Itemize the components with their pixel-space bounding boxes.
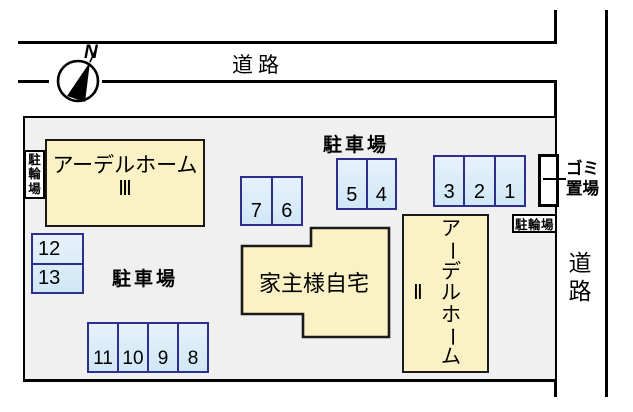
parking-space-9: 9 [147, 324, 177, 371]
parking-block-5-4: 5 4 [336, 158, 397, 210]
parking-space-13: 13 [33, 262, 82, 293]
compass: N [56, 42, 100, 103]
top-road-upper-edge [18, 41, 557, 44]
compass-needle-icon [67, 62, 90, 102]
building-ardel-home-3-name: アーデルホーム [52, 154, 198, 177]
building-ardel-home-2-suffix: Ⅱ [413, 282, 423, 304]
parking-block-11-10-9-8: 11 10 9 8 [87, 322, 209, 373]
parking-space-7: 7 [250, 200, 262, 222]
parking-space-3: 3 [443, 181, 455, 203]
top-road-lower-edge-right [102, 80, 557, 83]
parking-space-11: 11 [93, 348, 113, 369]
right-road-label: 道 路 [568, 250, 592, 304]
sidewalk-right-edge [554, 80, 557, 118]
parking-area-label-top: 駐車場 [323, 135, 390, 156]
parking-space-2: 2 [463, 157, 493, 205]
right-road-outer-edge [605, 10, 608, 397]
parking-space-4: 4 [365, 160, 396, 208]
garbage-area-pointer-line [543, 178, 566, 181]
parking-space-1: 1 [493, 157, 524, 205]
building-ardel-home-3: アーデルホーム Ⅲ [45, 139, 205, 227]
parking-space-5: 5 [346, 184, 358, 206]
compass-circle-icon [56, 59, 100, 103]
owner-house-label: 家主様自宅 [258, 271, 369, 296]
top-road-right-corner-line [554, 10, 557, 44]
parking-block-12-13: 12 13 [31, 233, 84, 294]
garbage-area-label: ゴミ 置場 [566, 160, 599, 198]
bicycle-parking-right-label: 駐輪場 [512, 214, 557, 233]
parking-space-8: 8 [177, 324, 207, 371]
compass-needle-tip-icon [89, 48, 97, 63]
right-road-inner-edge-lower [554, 380, 557, 397]
parking-space-6: 6 [270, 178, 302, 224]
top-road-label: 道路 [232, 54, 284, 77]
garbage-area-box [538, 154, 559, 207]
building-ardel-home-2: ア ー デ ル ホ ー ム Ⅱ [402, 214, 489, 373]
building-ardel-home-2-name: ア ー デ ル ホ ー ム [440, 218, 463, 369]
parking-space-12: 12 [38, 237, 61, 260]
parking-block-7-6: 7 6 [240, 176, 303, 226]
top-road-lower-edge-left [18, 80, 49, 83]
parking-area-label-left: 駐車場 [112, 269, 179, 290]
north-label: N [84, 42, 99, 63]
building-ardel-home-3-suffix: Ⅲ [118, 178, 132, 200]
parking-space-10: 10 [117, 324, 147, 371]
parking-block-3-2-1: 3 2 1 [433, 155, 526, 207]
bicycle-parking-left-label: 駐 輪 場 [24, 150, 45, 199]
